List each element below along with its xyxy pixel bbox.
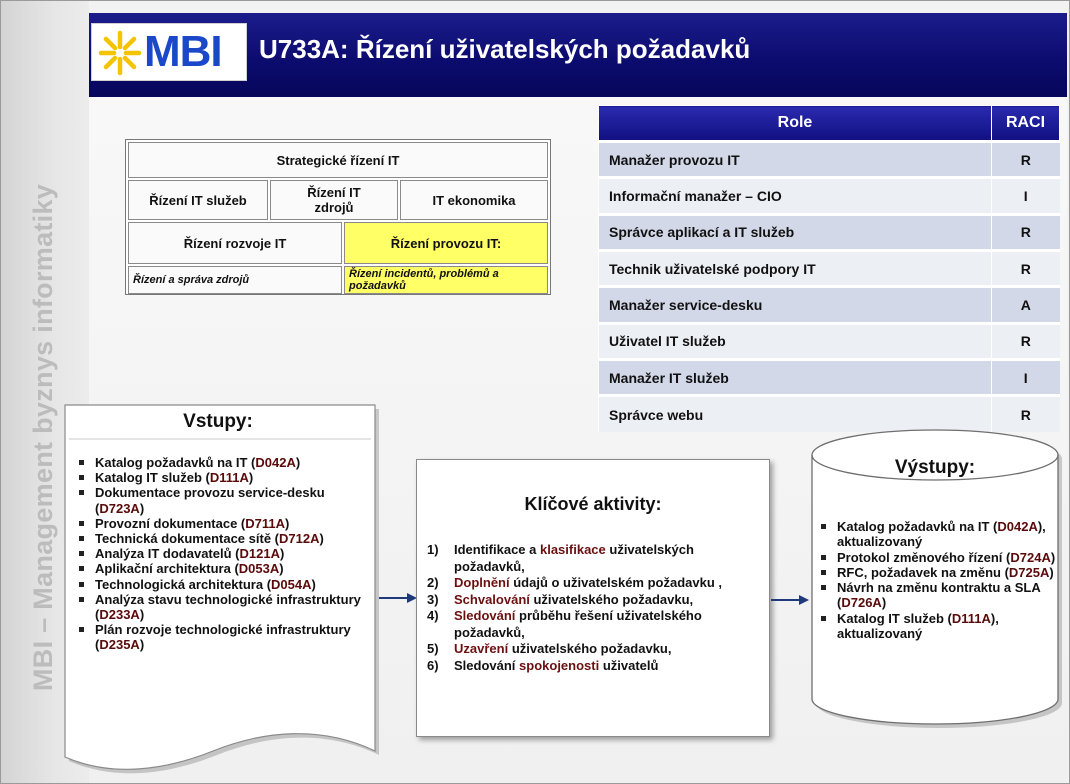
it-management-hierarchy: Strategické řízení IT Řízení IT služeb Ř… — [125, 139, 551, 295]
cell-it-operations: Řízení provozu IT: — [344, 222, 548, 264]
role-cell: Manažer provozu IT — [598, 139, 992, 178]
raci-header-raci: RACI — [991, 105, 1060, 142]
logo-text: MBI — [144, 27, 223, 76]
list-item: 3)Schvalování uživatelského požadavku, — [427, 591, 694, 607]
activities-title: Klíčové aktivity: — [524, 494, 662, 514]
raci-cell: R — [991, 248, 1060, 287]
header-bar — [89, 13, 1067, 97]
list-item: 4)Sledování průběhu řešení uživatelského… — [427, 608, 702, 640]
outputs-cylinder: Výstupy: Katalog požadavků na IT (D042A)… — [809, 427, 1067, 733]
role-cell: Technik uživatelské podpory IT — [598, 248, 992, 287]
list-item: Analýza stavu technologické infrastruktu… — [77, 592, 373, 622]
cell-it-services: Řízení IT služeb — [128, 180, 268, 220]
list-item: Návrh na změnu kontraktu a SLA (D726A) — [819, 580, 1063, 611]
star-logo-icon — [98, 30, 142, 76]
list-item: RFC, požadavek na změnu (D725A) — [819, 565, 1063, 580]
list-item: 1)Identifikace a klasifikace uživatelský… — [427, 542, 694, 574]
list-item: Protokol změnového řízení (D724A) — [819, 550, 1063, 565]
inputs-title: Vstupy: — [183, 411, 253, 432]
raci-cell: R — [991, 321, 1060, 360]
cell-it-resources: Řízení IT zdrojů — [270, 180, 398, 220]
list-item: Technologická architektura (D054A) — [77, 577, 373, 592]
arrow-inputs-to-activities — [379, 593, 417, 603]
cell-it-development: Řízení rozvoje IT — [128, 222, 342, 264]
mbi-logo: MBI — [91, 23, 247, 81]
arrow-activities-to-outputs — [771, 595, 809, 605]
raci-cell: R — [991, 139, 1060, 178]
raci-header-row: Role RACI — [598, 105, 1060, 142]
role-cell: Manažer service-desku — [598, 285, 992, 324]
list-item: Dokumentace provozu service-desku (D723A… — [77, 485, 373, 516]
cell-it-economics: IT ekonomika — [400, 180, 548, 220]
raci-cell: I — [991, 176, 1060, 215]
list-item: Katalog požadavků na IT (D042A) — [77, 455, 373, 470]
cell-strategic: Strategické řízení IT — [128, 142, 548, 178]
cylinder-shape — [811, 429, 1062, 728]
list-item: 6)Sledování spokojenosti uživatelů — [427, 657, 659, 673]
activities-list: 1)Identifikace a klasifikace uživatelský… — [427, 542, 767, 674]
role-cell: Informační manažer – CIO — [598, 176, 992, 215]
role-cell: Manažer IT služeb — [598, 357, 992, 396]
raci-header-role: Role — [598, 105, 992, 142]
list-item: Technická dokumentace sítě (D712A) — [77, 531, 373, 546]
list-item: 5)Uzavření uživatelského požadavku, — [427, 641, 672, 656]
list-item: Provozní dokumentace (D711A) — [77, 516, 373, 531]
raci-cell: R — [991, 212, 1060, 251]
cell-incident-management: Řízení incidentů, problémů a požadavků — [344, 266, 548, 294]
raci-cell: A — [991, 285, 1060, 324]
raci-cell: I — [991, 357, 1060, 396]
document-shape — [64, 404, 379, 774]
raci-cell: R — [991, 394, 1060, 432]
list-item: Plán rozvoje technologické infrastruktur… — [77, 622, 373, 652]
list-item: 2)Doplnění údajů o uživatelském požadavk… — [427, 575, 723, 590]
inputs-document: Vstupy: Katalog požadavků na IT (D042A) … — [63, 403, 381, 783]
list-item: Aplikační architektura (D053A) — [77, 561, 373, 576]
cell-resource-management: Řízení a správa zdrojů — [128, 266, 342, 294]
key-activities-box: Klíčové aktivity: 1)Identifikace a klasi… — [416, 459, 770, 737]
role-cell: Správce aplikací a IT služeb — [598, 212, 992, 251]
list-item: Katalog IT služeb (D111A) — [77, 470, 373, 485]
page-title: U733A: Řízení uživatelských požadavků — [259, 34, 751, 64]
outputs-list: Katalog požadavků na IT (D042A), aktuali… — [819, 519, 1063, 641]
list-item: Analýza IT dodavatelů (D121A) — [77, 546, 373, 561]
outputs-title: Výstupy: — [894, 457, 976, 478]
list-item: Katalog IT služeb (D111A), aktualizovaný — [819, 611, 1063, 642]
inputs-list: Katalog požadavků na IT (D042A) Katalog … — [77, 455, 373, 653]
role-cell: Uživatel IT služeb — [598, 321, 992, 360]
role-cell: Správce webu — [598, 394, 992, 432]
list-item: Katalog požadavků na IT (D042A), aktuali… — [819, 519, 1063, 550]
